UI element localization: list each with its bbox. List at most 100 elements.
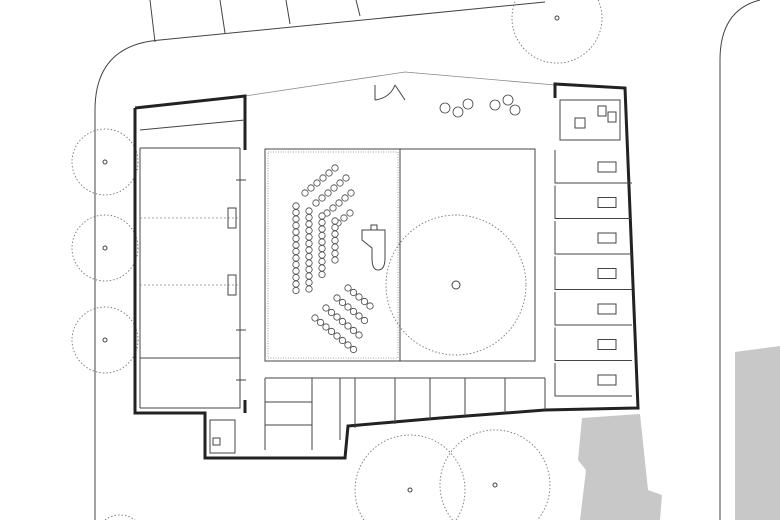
chair bbox=[329, 204, 337, 212]
chair bbox=[318, 244, 326, 253]
office-room bbox=[554, 221, 632, 255]
chair bbox=[340, 214, 348, 222]
chair bbox=[305, 233, 313, 241]
office-room bbox=[554, 363, 632, 397]
chair bbox=[305, 226, 313, 235]
office-room bbox=[554, 327, 632, 361]
chair bbox=[292, 215, 300, 223]
chair bbox=[331, 164, 339, 172]
chair bbox=[318, 194, 326, 202]
chair bbox=[316, 318, 325, 327]
chair bbox=[366, 302, 374, 310]
chair bbox=[318, 212, 326, 220]
main-hall bbox=[264, 148, 536, 362]
chair bbox=[349, 326, 358, 335]
chair bbox=[333, 332, 341, 340]
chair bbox=[338, 336, 347, 345]
chair bbox=[344, 284, 352, 292]
chair bbox=[292, 234, 300, 243]
chair bbox=[301, 189, 309, 197]
site-boundary bbox=[94, 0, 761, 520]
chair bbox=[292, 208, 300, 217]
chair bbox=[318, 264, 326, 272]
chair bbox=[292, 228, 300, 236]
chair bbox=[344, 303, 352, 311]
chair bbox=[325, 169, 333, 177]
chair bbox=[355, 331, 363, 339]
tree bbox=[71, 214, 139, 282]
chair bbox=[305, 259, 313, 267]
chair bbox=[324, 189, 332, 197]
chair bbox=[349, 288, 358, 297]
chair bbox=[313, 179, 321, 187]
tree bbox=[104, 514, 136, 520]
piano bbox=[361, 224, 386, 271]
chair bbox=[292, 221, 300, 230]
chair bbox=[305, 220, 313, 228]
chair bbox=[327, 308, 336, 317]
chair bbox=[292, 286, 300, 295]
outdoor-seating bbox=[439, 94, 521, 118]
chair bbox=[318, 251, 326, 259]
desk bbox=[597, 374, 617, 386]
service-rooms bbox=[209, 377, 546, 454]
chair bbox=[338, 317, 347, 326]
office-room bbox=[554, 292, 632, 326]
tree bbox=[439, 429, 551, 520]
left-wing bbox=[139, 119, 246, 409]
chair bbox=[319, 174, 327, 182]
tree bbox=[71, 128, 139, 196]
chair bbox=[331, 217, 339, 225]
chair bbox=[331, 236, 339, 245]
chair bbox=[305, 252, 313, 261]
chair bbox=[305, 213, 313, 222]
chair bbox=[318, 231, 326, 240]
chair bbox=[344, 341, 352, 349]
trees bbox=[71, 0, 603, 520]
seating-layout bbox=[292, 164, 374, 354]
chair bbox=[318, 218, 326, 227]
tree bbox=[511, 0, 603, 64]
chair bbox=[347, 189, 355, 197]
chair bbox=[292, 202, 300, 210]
chair bbox=[355, 293, 363, 301]
chair bbox=[360, 297, 369, 306]
office-room bbox=[554, 256, 632, 290]
entrance-door[interactable] bbox=[374, 84, 406, 101]
chair bbox=[322, 323, 330, 331]
neighbor-buildings bbox=[578, 346, 780, 520]
desk bbox=[597, 197, 617, 208]
chair bbox=[333, 294, 341, 302]
chair bbox=[292, 241, 300, 249]
office-room bbox=[554, 150, 632, 184]
chair bbox=[305, 272, 313, 280]
desk bbox=[597, 268, 617, 279]
chair bbox=[331, 230, 339, 238]
chair bbox=[292, 247, 300, 256]
chair bbox=[330, 184, 338, 192]
chair bbox=[331, 223, 339, 232]
chair bbox=[331, 243, 339, 251]
chair bbox=[349, 345, 358, 354]
chair bbox=[305, 265, 313, 274]
desk bbox=[597, 161, 617, 173]
chair bbox=[349, 307, 358, 316]
chair bbox=[355, 312, 363, 320]
chair bbox=[333, 313, 341, 321]
chair bbox=[338, 298, 347, 307]
office-room bbox=[554, 185, 632, 219]
chair bbox=[318, 225, 326, 233]
chair bbox=[318, 238, 326, 246]
chair bbox=[322, 304, 330, 312]
chair bbox=[318, 270, 326, 279]
chair bbox=[305, 246, 313, 254]
chair bbox=[344, 322, 352, 330]
chair bbox=[292, 254, 300, 262]
chair bbox=[307, 184, 315, 192]
chair bbox=[292, 267, 300, 275]
desk bbox=[597, 232, 617, 244]
chair bbox=[360, 316, 369, 325]
chair bbox=[341, 194, 349, 202]
chair bbox=[331, 256, 339, 264]
